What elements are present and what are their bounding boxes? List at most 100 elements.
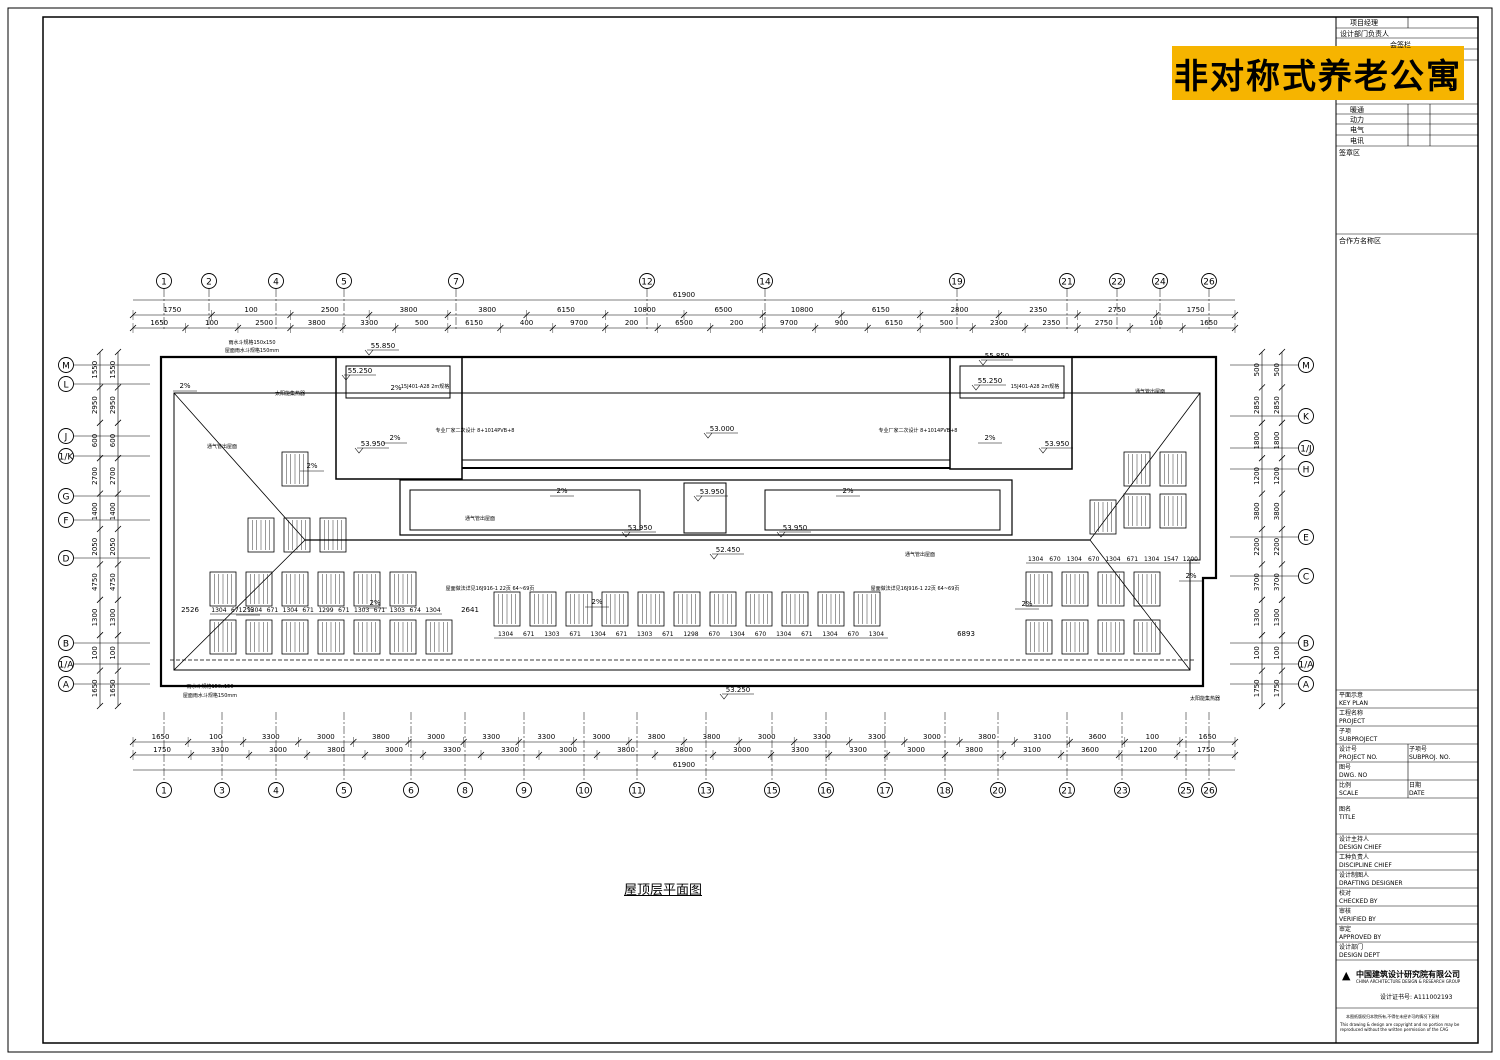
axis-bubble-left-label: J: [64, 433, 68, 443]
right-dim-outer-tick: [1278, 490, 1286, 497]
top-dim-row1-label: 6150: [872, 306, 890, 314]
slope-label: 2%: [390, 384, 401, 392]
axis-bubble-bottom-label: 3: [219, 787, 225, 797]
skylight-left: [409, 489, 641, 531]
right-dim-label: 1800: [1253, 432, 1261, 450]
right-dim-outer-tick: [1278, 419, 1286, 427]
tb-role-cn: 审定: [1339, 926, 1352, 933]
axis-bubble-left-label: M: [62, 362, 70, 372]
axis-bubble-right-label: B: [1303, 640, 1309, 650]
right-dim-outer-label: 3800: [1273, 502, 1281, 520]
panel-dim-right-label: 671: [1127, 556, 1139, 563]
axis-bubble-top: [1152, 273, 1168, 289]
tb-electrical: 电气: [1350, 126, 1364, 134]
panel-dim-mid-label: 671: [569, 631, 581, 638]
axis-bubble-top: [201, 273, 217, 289]
left-dim-label: 2050: [91, 538, 99, 556]
axis-bubble-left: [58, 448, 74, 464]
right-dim-outer-label: 1800: [1273, 432, 1281, 450]
top-dim-row2-label: 2350: [1042, 319, 1060, 327]
left-dim-inner-tick: [114, 454, 122, 462]
axis-bubble-bottom-label: 15: [766, 787, 777, 797]
tb-title-en: TITLE: [1339, 814, 1356, 821]
top-dim-row1-label: 6500: [714, 306, 732, 314]
top-dim-row2-label: 400: [520, 319, 533, 327]
right-dim-label: 2200: [1253, 538, 1261, 556]
tb-company-en: CHINA ARCHITECTURE DESIGN & RESEARCH GRO…: [1356, 979, 1461, 984]
bottom-dim-row2-label: 1750: [1197, 746, 1215, 754]
bottom-dim-row2-label: 3300: [501, 746, 519, 754]
solar-panel-group: [817, 591, 845, 627]
stair-core-right: [949, 356, 1073, 470]
tb-role-cn: 校对: [1339, 890, 1352, 897]
solar-panel: [817, 591, 845, 627]
right-dim-tick: [1258, 419, 1266, 427]
tb-key-plan-en: KEY PLAN: [1339, 700, 1368, 707]
right-dim-label: 100: [1253, 646, 1261, 659]
right-dim-tick: [1258, 596, 1266, 604]
solar-panel-group: [281, 571, 309, 607]
tb-copyright-en: This drawing & design are copyright and …: [1340, 1022, 1460, 1032]
right-dim-outer-tick: [1278, 702, 1286, 710]
solar-panel: [247, 517, 275, 553]
left-dim-inner-label: 1400: [109, 502, 117, 520]
bottom-dim-row2-label: 3600: [1081, 746, 1099, 754]
axis-bubble-bottom: [214, 782, 230, 798]
solar-panel: [425, 619, 453, 655]
solar-panel: [245, 619, 273, 655]
solar-panel-group: [1097, 571, 1125, 607]
tb-role-cn: 设计制图人: [1339, 872, 1370, 879]
axis-bubble-bottom-label: 21: [1061, 787, 1072, 797]
axis-bubble-left: [58, 676, 74, 692]
axis-bubble-bottom-label: 26: [1203, 787, 1215, 797]
elevation-triangle: [354, 447, 364, 454]
axis-bubble-top: [949, 273, 965, 289]
solar-panel-group: [529, 591, 557, 627]
panel-dim-mid-label: 1304: [730, 631, 745, 638]
top-dim-row2-label: 2300: [990, 319, 1008, 327]
title-block-grid: [1336, 17, 1478, 1009]
top-dim-row2-label: 2750: [1095, 319, 1113, 327]
solar-panel: [709, 591, 737, 627]
panel-dim-mid-label: 670: [708, 631, 720, 638]
bottom-dim-row2-label: 3800: [617, 746, 635, 754]
axis-bubble-bottom-label: 13: [700, 787, 711, 797]
right-dim-label: 2850: [1253, 396, 1261, 414]
right-dim-tick: [1258, 348, 1266, 356]
left-dim-inner-label: 2950: [109, 396, 117, 414]
axis-bubble-left: [58, 550, 74, 566]
left-dim-label: 1300: [91, 609, 99, 627]
left-dim-inner-label: 1550: [109, 361, 117, 379]
panel-dim-mid-label: 1304: [869, 631, 884, 638]
right-dim-label: 500: [1253, 363, 1261, 376]
panel-dim-left-label: 671: [267, 607, 279, 614]
solar-panel-group: [565, 591, 593, 627]
top-dim-row2-label: 2500: [255, 319, 273, 327]
solar-panel-group: [1025, 571, 1053, 607]
solar-panel-group: [317, 571, 345, 607]
left-dim-tick: [96, 596, 104, 604]
tb-subproj-no-en: SUBPROJ. NO.: [1409, 754, 1451, 761]
tb-project-no-cn: 设计号: [1339, 746, 1358, 753]
elevation-label: 53.000: [710, 425, 735, 433]
elevation-label: 52.450: [716, 546, 741, 554]
top-dim-row1-label: 3800: [400, 306, 418, 314]
bottom-dim-row2-label: 1750: [153, 746, 171, 754]
bottom-dim-row2-label: 3000: [385, 746, 403, 754]
top-dim-row1-label: 1750: [1187, 306, 1205, 314]
parapet-line: [173, 392, 1201, 671]
solar-panel: [1089, 499, 1117, 535]
elevation-triangle: [364, 349, 374, 356]
panel-dim-left-label: 1303: [354, 607, 369, 614]
axis-bubble-right: [1298, 357, 1314, 373]
axis-bubble-bottom: [877, 782, 893, 798]
solar-panel-group: [1159, 451, 1187, 487]
axis-bubble-bottom-label: 18: [939, 787, 951, 797]
bottom-dim-row1-label: 3300: [482, 733, 500, 741]
elevation-label: 53.250: [726, 686, 751, 694]
solar-panel: [245, 571, 273, 607]
elevation-triangle: [1038, 447, 1048, 454]
slope-label: 2%: [389, 434, 400, 442]
axis-bubble-bottom-label: 20: [992, 787, 1004, 797]
axis-bubble-top-label: 4: [273, 278, 279, 288]
